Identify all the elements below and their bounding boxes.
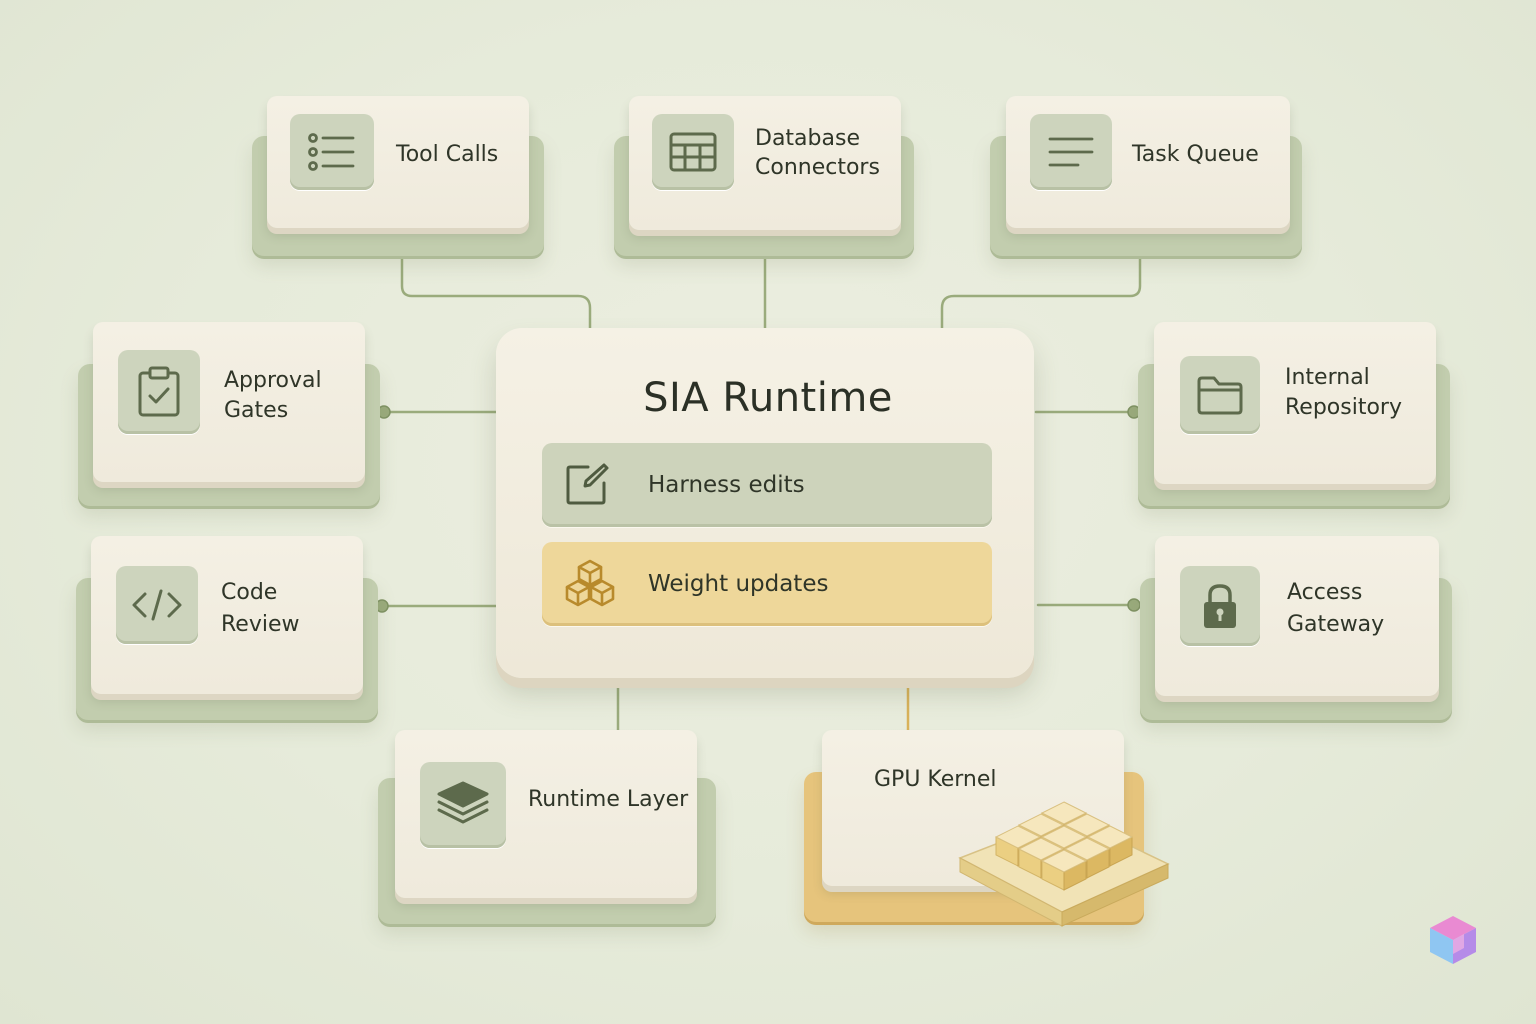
- internal-repository-label-line-2: Repository: [1285, 395, 1402, 420]
- hub-title: SIA Runtime: [643, 375, 893, 421]
- node-access-gateway[interactable]: Access Gateway: [1140, 536, 1454, 722]
- access-gateway-label-line-1: Access: [1287, 580, 1363, 605]
- wire-task-queue: [940, 224, 1142, 330]
- node-runtime-layer[interactable]: Runtime Layer: [378, 730, 718, 926]
- hub-row-harness-edits[interactable]: Harness edits: [542, 443, 992, 527]
- code-icon: [116, 566, 198, 644]
- layers-icon: [420, 762, 506, 848]
- node-internal-repository[interactable]: Internal Repository: [1138, 322, 1452, 508]
- approval-gates-label-line-1: Approval: [224, 368, 322, 393]
- harness-edits-label: Harness edits: [648, 472, 805, 498]
- gpu-cube: [1040, 849, 1088, 891]
- code-review-label-line-2: Review: [221, 612, 300, 637]
- internal-repository-label-line-1: Internal: [1285, 365, 1370, 390]
- code-review-label-line-1: Code: [221, 580, 278, 605]
- database-connectors-label-line-1: Database: [755, 126, 860, 151]
- cubes-icon: [564, 558, 616, 612]
- tool-calls-label: Tool Calls: [396, 142, 499, 167]
- table-icon: [652, 114, 734, 190]
- node-code-review[interactable]: Code Review: [76, 536, 380, 722]
- gpu-kernel-label: GPU Kernel: [874, 767, 997, 792]
- lines-icon: [1030, 114, 1112, 190]
- lock-icon: [1180, 566, 1260, 646]
- node-tool-calls[interactable]: Tool Calls: [252, 96, 546, 258]
- cube-grid-icon: [958, 801, 1170, 927]
- list-icon: [290, 114, 374, 190]
- clipboard-check-icon: [118, 350, 200, 434]
- folder-icon: [1180, 356, 1260, 434]
- access-gateway-label-line-2: Gateway: [1287, 612, 1385, 637]
- node-database-connectors[interactable]: Database Connectors: [614, 96, 916, 258]
- wire-tool-calls: [400, 222, 592, 332]
- hub-row-weight-updates[interactable]: Weight updates: [542, 542, 992, 626]
- runtime-layer-label: Runtime Layer: [528, 787, 689, 812]
- weight-updates-label: Weight updates: [648, 571, 829, 597]
- logo-cube-icon: [1430, 916, 1476, 964]
- node-task-queue[interactable]: Task Queue: [990, 96, 1304, 258]
- edit-icon: [564, 461, 610, 511]
- approval-gates-label-line-2: Gates: [224, 398, 289, 423]
- task-queue-label: Task Queue: [1132, 142, 1259, 167]
- database-connectors-label-line-2: Connectors: [755, 155, 880, 180]
- node-approval-gates[interactable]: Approval Gates: [78, 322, 382, 508]
